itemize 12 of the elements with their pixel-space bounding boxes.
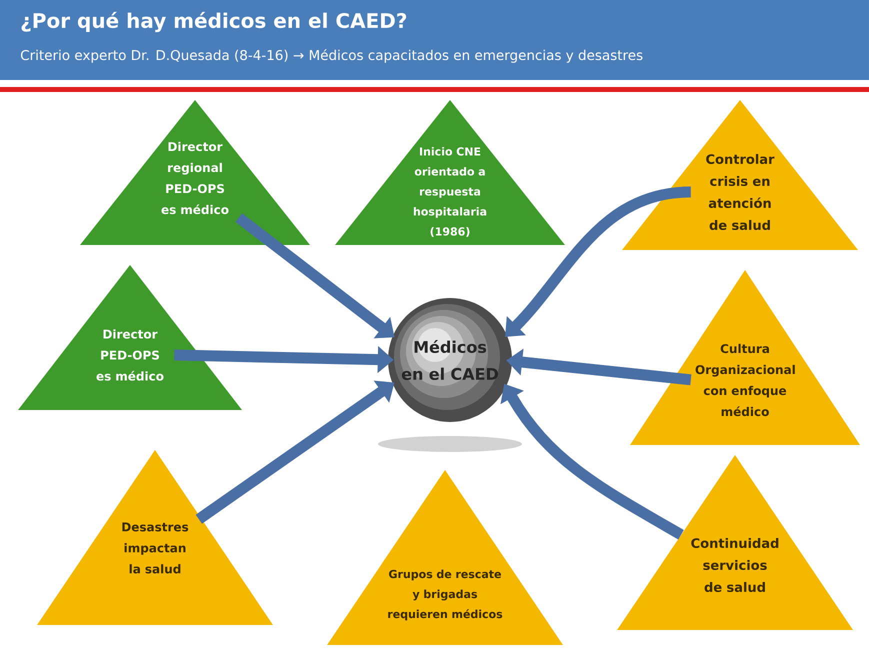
triangle: Desastres impactan la salud [37,450,273,625]
triangle: Director regional PED-OPS es médico [80,100,310,245]
sphere: Médicos en el CAED [388,298,512,422]
triangle: Cultura Organizacional con enfoque médico [630,270,860,445]
triangle: Inicio CNE orientado a respuesta hospitalaria (1986) [335,100,565,245]
arrow [505,186,692,337]
triangle: Director PED-OPS es médico [18,265,242,410]
triangle: Grupos de rescate y brigadas requieren médicos [327,470,563,645]
title: ¿Por qué hay médicos en el CAED? [22,12,406,32]
subtitle: Criterio experto Dr. D.Quesada (8-4-16) → Médicos capacitados en emergencias y desastres [20,49,642,63]
triangle: Controlar crisis en atención de salud [622,100,858,250]
triangle: Continuidad servicios de salud [617,455,853,630]
